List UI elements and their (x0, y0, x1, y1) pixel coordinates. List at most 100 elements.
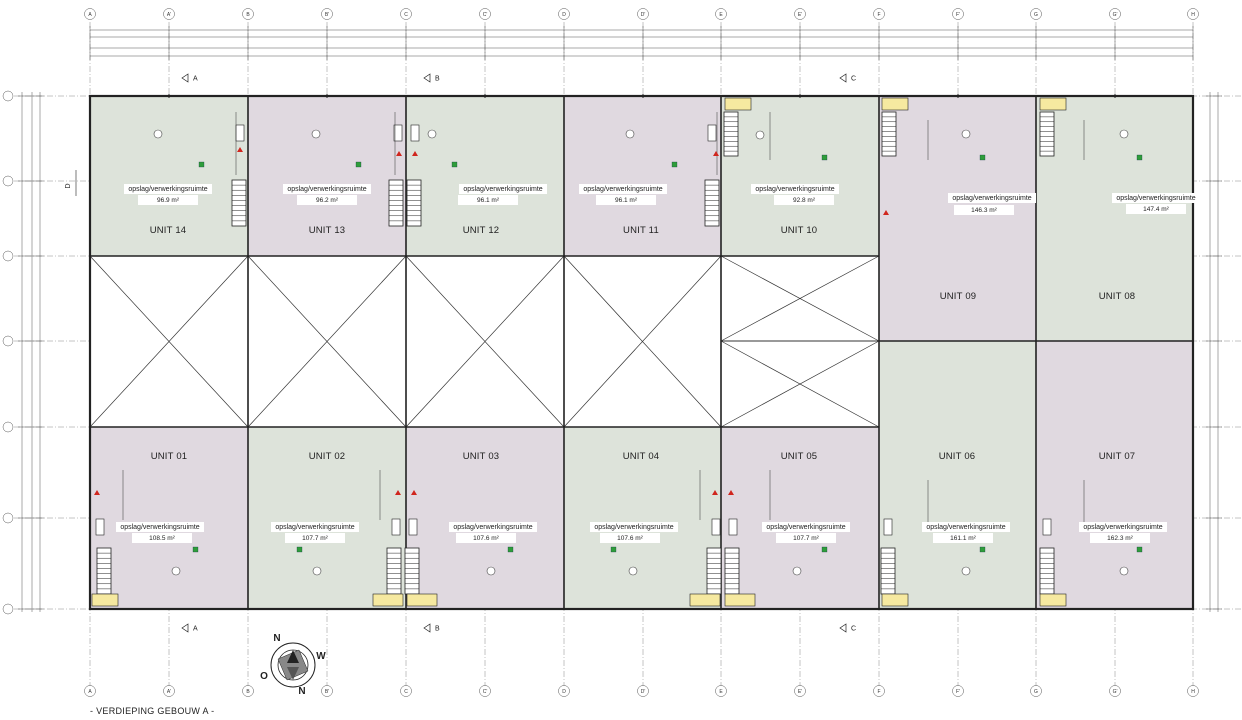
void-cross (720, 255, 880, 342)
door-hatch (1039, 593, 1067, 607)
grid-letter: D (562, 12, 566, 18)
unit-function: opslag/verwerkingsruimte (1083, 524, 1162, 531)
unit-function: opslag/verwerkingsruimte (275, 524, 354, 531)
stair (723, 111, 739, 157)
grid-bubble (794, 8, 806, 20)
unit-area: 107.7 m² (793, 535, 819, 542)
function-box (283, 184, 371, 194)
unit-function: opslag/verwerkingsruimte (287, 186, 366, 193)
area-box (132, 533, 192, 543)
unit-name: UNIT 12 (463, 225, 500, 236)
grid-bubble (2, 421, 14, 433)
exit-symbol (451, 161, 458, 168)
sprinkler-symbol (625, 129, 635, 139)
unit-room-bottom (406, 427, 564, 609)
grid-bubble (637, 685, 649, 697)
grid-letter: G (1034, 12, 1038, 18)
compass-letter: N (298, 686, 305, 697)
grid-bubbles: AAA'A'BBB'B'CCC'C'DDD'D'EEE'E'FFF'F'GGG'… (2, 8, 1199, 697)
grid-letter: D (562, 689, 566, 695)
stair (706, 547, 722, 595)
grid-letter: G' (1113, 12, 1118, 18)
walls (88, 94, 1195, 611)
unit-area: 96.2 m² (316, 197, 339, 204)
function-box (449, 522, 537, 532)
unit-room-top (879, 96, 1036, 341)
unit-area: 92.8 m² (793, 197, 816, 204)
stair (1039, 547, 1055, 595)
grid-bubble (400, 685, 412, 697)
sprinkler-symbol (171, 566, 181, 576)
unit-room-bottom (564, 427, 721, 609)
exit-symbol (1136, 154, 1143, 161)
sprinkler-symbol (312, 566, 322, 576)
unit-function: opslag/verwerkingsruimte (120, 524, 199, 531)
exit-symbol (979, 154, 986, 161)
area-box (933, 533, 993, 543)
unit-name: UNIT 02 (309, 451, 346, 462)
door-hatch (406, 593, 438, 607)
compass-pointer (287, 650, 299, 663)
compass-letter: N (273, 633, 280, 644)
sprinkler-symbol (792, 566, 802, 576)
exit-symbol (821, 546, 828, 553)
function-box (922, 522, 1010, 532)
unit-room-top (90, 96, 248, 256)
grid-bubble (242, 685, 254, 697)
unit-area: 108.5 m² (149, 535, 175, 542)
unit-name: UNIT 14 (150, 225, 187, 236)
function-box (751, 184, 839, 194)
unit-room-top (248, 96, 406, 256)
service-block (711, 518, 721, 536)
stair (406, 179, 422, 227)
unit-room-top (1036, 96, 1193, 341)
exit-symbol (355, 161, 362, 168)
sprinkler-symbol (427, 129, 437, 139)
section-arrow (423, 73, 431, 83)
area-box (285, 533, 345, 543)
sprinkler-symbol (153, 129, 163, 139)
door-hatch (372, 593, 404, 607)
unit-room-top (406, 96, 564, 256)
section-letter: C (851, 626, 856, 633)
exit-symbol (198, 161, 205, 168)
section-arrow (839, 623, 847, 633)
door-hatch (724, 97, 752, 111)
door-hatch (881, 97, 909, 111)
stair (1039, 111, 1055, 157)
extinguisher-symbol (237, 147, 243, 152)
exit-symbol (821, 154, 828, 161)
unit-name: UNIT 13 (309, 225, 346, 236)
unit-area: 96.1 m² (477, 197, 500, 204)
unit-area: 96.1 m² (615, 197, 638, 204)
service-block (391, 518, 401, 536)
stair (386, 547, 402, 595)
outer-wall (88, 94, 1195, 611)
area-box (1090, 533, 1150, 543)
grid-bubble (558, 685, 570, 697)
unit-function: opslag/verwerkingsruimte (1116, 195, 1195, 202)
unit-name: UNIT 11 (623, 225, 659, 236)
extinguisher-symbol (395, 490, 401, 495)
exit-symbol (507, 546, 514, 553)
door-hatch (689, 593, 721, 607)
area-box (600, 533, 660, 543)
sprinkler-symbol (961, 566, 971, 576)
exit-symbol (1136, 546, 1143, 553)
door-hatch (91, 593, 119, 607)
grid-bubble (1030, 8, 1042, 20)
grid-letter: A' (167, 12, 171, 18)
area-box (458, 195, 518, 205)
unit-room-bottom (721, 427, 879, 609)
grid-letter: C (404, 12, 408, 18)
grid-bubble (1030, 685, 1042, 697)
unit-area: 107.6 m² (473, 535, 499, 542)
grid-letter: B (246, 689, 250, 695)
unit-area: 147.4 m² (1143, 206, 1169, 213)
service-block (393, 124, 403, 142)
extinguisher-symbol (396, 151, 402, 156)
sprinkler-symbol (1119, 129, 1129, 139)
section-arrow (839, 73, 847, 83)
function-box (948, 193, 1036, 203)
